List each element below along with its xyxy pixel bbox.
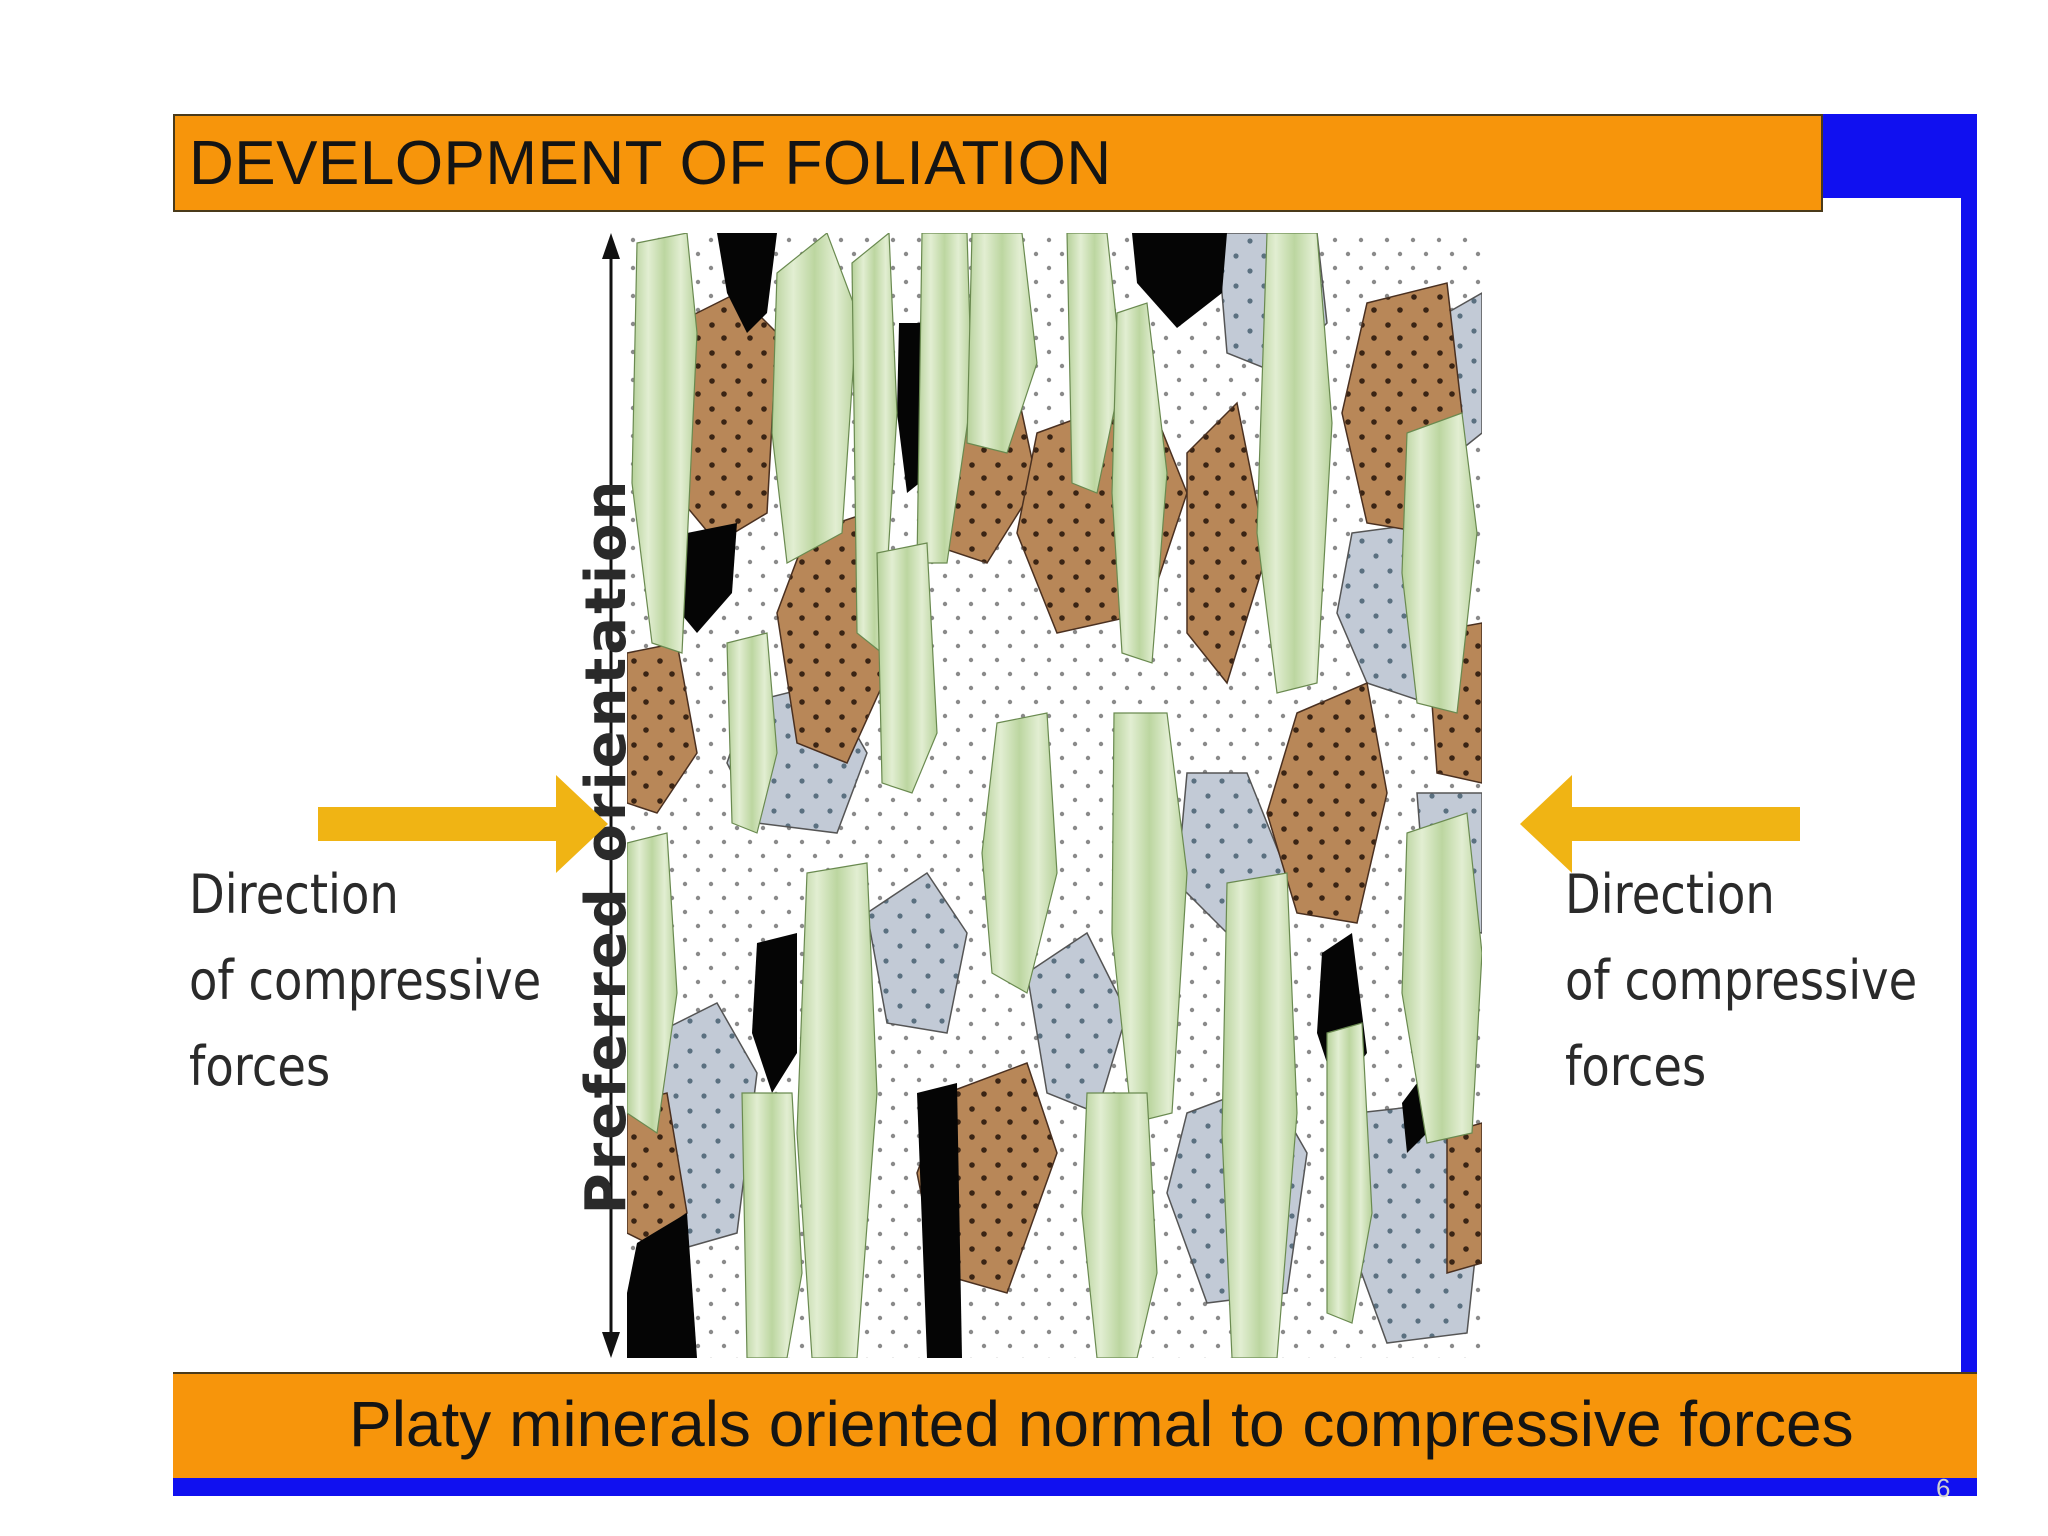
right-force-arrow [1520, 775, 1800, 873]
page-number: 6 [1936, 1473, 1951, 1503]
left-label-line-3: forces [189, 1035, 331, 1098]
left-force-label: Direction of compressive forces [189, 852, 541, 1110]
right-force-label: Direction of compressive forces [1565, 852, 1917, 1110]
opaque-grains [627, 233, 1427, 1358]
left-force-arrow [318, 775, 608, 873]
axis-arrow-top [602, 233, 620, 259]
right-label-line-2: of compressive [1565, 949, 1918, 1012]
frame-right [1961, 114, 1977, 1378]
frame-top-right [1823, 114, 1977, 198]
left-label-line-1: Direction [189, 863, 399, 926]
caption-bar [173, 1372, 1977, 1478]
mica-flakes [627, 233, 1482, 1358]
left-label-line-2: of compressive [189, 949, 542, 1012]
right-label-line-3: forces [1565, 1035, 1707, 1098]
title-bar [173, 114, 1823, 212]
axis-arrow-bottom [602, 1332, 620, 1358]
slide-title: DEVELOPMENT OF FOLIATION [189, 129, 1112, 198]
frame-bottom [173, 1476, 1977, 1496]
right-label-line-1: Direction [1565, 863, 1775, 926]
slide-caption: Platy minerals oriented normal to compre… [349, 1388, 1854, 1460]
orientation-axis [602, 233, 620, 1358]
foliation-diagram [627, 233, 1482, 1358]
